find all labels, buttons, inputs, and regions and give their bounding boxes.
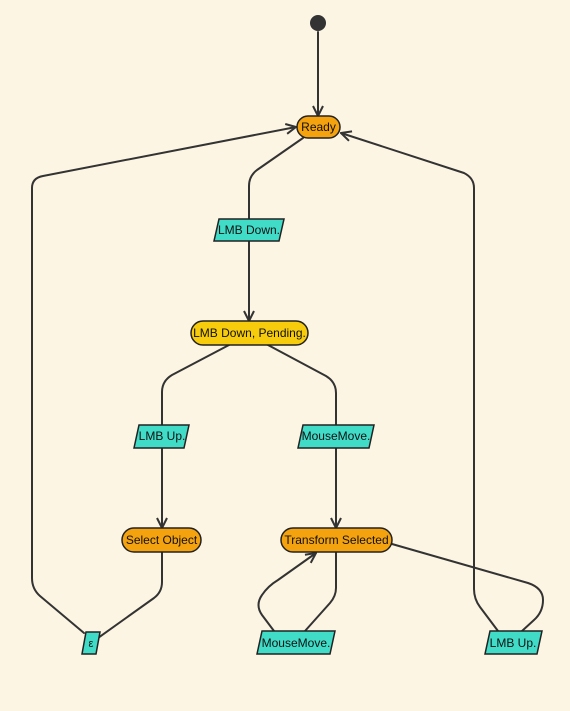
state-transform-selected: Transform Selected <box>280 527 393 553</box>
event-epsilon-label: ε <box>89 638 94 650</box>
edge-lmb-up-right-to-ready <box>340 130 499 632</box>
start-node <box>310 15 326 31</box>
edge-select-to-epsilon <box>97 551 163 639</box>
edge-pending-to-lmb-up <box>161 344 230 426</box>
edge-ready-to-lmb-down <box>248 137 304 220</box>
event-lmb-down-shape <box>213 218 285 242</box>
event-epsilon: ε <box>81 631 101 655</box>
state-transform-selected-label: Transform Selected <box>284 533 388 547</box>
event-lmb-up-left: LMB Up. <box>133 424 190 449</box>
edge-transform-to-mousemove-bottom <box>304 551 337 632</box>
event-epsilon-shape <box>81 631 101 655</box>
event-mousemove-bottom: MouseMove. <box>256 630 336 655</box>
state-lmb-down-pending-shape <box>190 320 309 346</box>
event-mousemove-mid-shape <box>297 424 375 449</box>
edge-transform-to-lmb-up-right <box>391 543 544 632</box>
edge-mousemove-bottom-to-transform <box>257 552 317 632</box>
state-ready-label: Ready <box>301 120 336 134</box>
state-ready: Ready <box>296 115 341 139</box>
event-lmb-up-left-shape <box>133 424 190 449</box>
event-lmb-down-label: LMB Down. <box>218 223 280 237</box>
event-lmb-up-right-shape <box>484 630 543 655</box>
event-lmb-up-right: LMB Up. <box>484 630 543 655</box>
state-select-object-label: Select Object <box>126 533 198 547</box>
edges <box>31 31 544 639</box>
event-mousemove-mid-label: MouseMove. <box>302 429 371 443</box>
state-ready-shape <box>296 115 341 139</box>
event-mousemove-mid: MouseMove. <box>297 424 375 449</box>
state-lmb-down-pending-label: LMB Down, Pending. <box>193 326 306 340</box>
event-lmb-up-right-label: LMB Up. <box>490 636 537 650</box>
state-select-object-shape <box>121 527 202 553</box>
event-mousemove-bottom-label: MouseMove. <box>262 636 331 650</box>
state-transform-selected-shape <box>280 527 393 553</box>
event-lmb-down: LMB Down. <box>213 218 285 242</box>
edge-pending-to-mousemove <box>267 344 337 426</box>
state-select-object: Select Object <box>121 527 202 553</box>
state-lmb-down-pending: LMB Down, Pending. <box>190 320 309 346</box>
event-mousemove-bottom-shape <box>256 630 336 655</box>
edge-epsilon-to-ready <box>31 123 297 634</box>
event-lmb-up-left-label: LMB Up. <box>139 429 186 443</box>
